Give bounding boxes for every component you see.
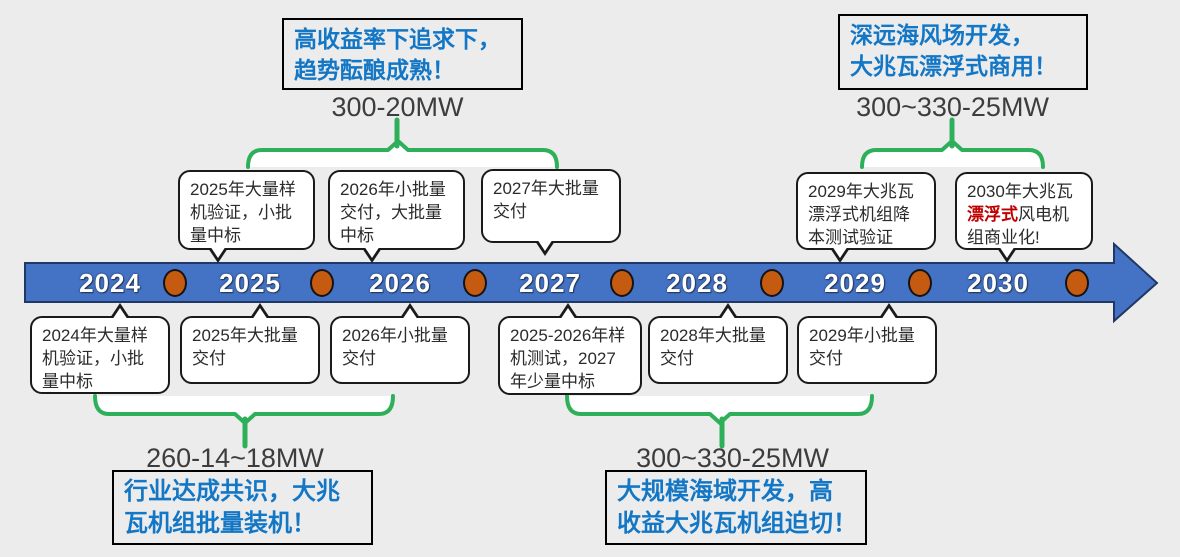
callout-2025-top: 2025年大量样机验证，小批量中标 xyxy=(178,170,315,263)
callout-text: 2028年大批量交付 xyxy=(660,326,766,368)
callout-2028-bottom: 2028年大批量交付 xyxy=(648,303,788,384)
callout-2030-top: 2030年大兆瓦漂浮式风电机组商业化! xyxy=(955,172,1093,263)
headline-line: 行业达成共识，大兆 xyxy=(124,478,340,505)
headline-top-left: 高收益率下追求下， 趋势酝酿成熟！ xyxy=(282,18,523,90)
callout-text: 风电机组商业化! xyxy=(967,204,1069,247)
callout-2029-bottom: 2029年小批量交付 xyxy=(797,303,937,384)
callout-text: 2024年大量样机验证，小批量中标 xyxy=(42,326,148,391)
callout-2026-bottom: 2026年小批量交付 xyxy=(330,303,470,384)
milestone-dot xyxy=(908,269,932,297)
headline-line: 收益大兆瓦机组迫切！ xyxy=(617,510,857,538)
milestone-dot xyxy=(760,269,784,297)
headline-bottom-left: 行业达成共识，大兆 瓦机组批量装机！ xyxy=(112,470,373,545)
callout-2026-top: 2026年小批量交付，大批量中标 xyxy=(328,170,465,263)
timeline-arrow xyxy=(24,241,1159,324)
year-label-2029: 2029 xyxy=(824,268,886,298)
callout-2027-top: 2027年大批量交付 xyxy=(481,169,621,256)
year-label-2027: 2027 xyxy=(519,268,581,298)
callout-2027-bottom: 2025-2026年样机测试，2027年少量中标 xyxy=(498,303,642,395)
callout-text: 2030年大兆瓦 xyxy=(967,182,1073,201)
headline-line: 大规模海域开发，高 xyxy=(617,478,833,505)
callout-text-highlight: 漂浮式 xyxy=(967,204,1018,224)
year-label-2025: 2025 xyxy=(219,268,281,298)
headline-line: 高收益率下追求下， xyxy=(294,26,501,52)
callout-text: 2029年大兆瓦漂浮式机组降本测试验证 xyxy=(808,182,914,247)
callout-2029-top: 2029年大兆瓦漂浮式机组降本测试验证 xyxy=(796,172,936,263)
headline-top-right: 深远海风场开发， 大兆瓦漂浮式商用！ xyxy=(838,14,1088,90)
headline-bottom-mid: 大规模海域开发，高 收益大兆瓦机组迫切！ xyxy=(605,470,867,545)
milestone-dot xyxy=(163,269,187,297)
headline-line: 瓦机组批量装机！ xyxy=(124,510,316,538)
callout-text: 2025年大量样机验证，小批量中标 xyxy=(190,180,296,245)
callout-2024-bottom: 2024年大量样机验证，小批量中标 xyxy=(30,303,170,394)
milestone-dot xyxy=(1065,269,1089,297)
callout-text: 2029年小批量交付 xyxy=(809,326,915,368)
capacity-label-top-left: 300-20MW xyxy=(331,92,464,122)
year-label-2026: 2026 xyxy=(369,268,431,298)
headline-line: 趋势酝酿成熟！ xyxy=(294,57,455,84)
milestone-dot xyxy=(310,269,334,297)
year-label-2024: 2024 xyxy=(79,268,141,298)
callout-text: 2025年大批量交付 xyxy=(192,326,298,368)
headline-line: 深远海风场开发， xyxy=(850,22,1034,48)
callout-text: 2026年小批量交付，大批量中标 xyxy=(340,180,446,245)
callout-text: 2025-2026年样机测试，2027年少量中标 xyxy=(510,326,626,391)
callout-text: 2027年大批量交付 xyxy=(493,179,599,221)
year-label-2030: 2030 xyxy=(967,268,1029,298)
brace-bottom-mid xyxy=(565,394,874,425)
callout-text: 2026年小批量交付 xyxy=(342,326,448,368)
brace-top-left xyxy=(246,139,559,169)
callout-2025-bottom: 2025年大批量交付 xyxy=(180,303,320,384)
milestone-dot xyxy=(463,269,487,297)
capacity-label-bottom-left: 260-14~18MW xyxy=(146,443,324,473)
year-label-2028: 2028 xyxy=(666,268,728,298)
capacity-label-top-right: 300~330-25MW xyxy=(856,92,1049,122)
headline-line: 大兆瓦漂浮式商用！ xyxy=(850,53,1057,80)
milestone-dot xyxy=(610,269,634,297)
capacity-label-bottom-mid: 300~330-25MW xyxy=(636,443,829,473)
